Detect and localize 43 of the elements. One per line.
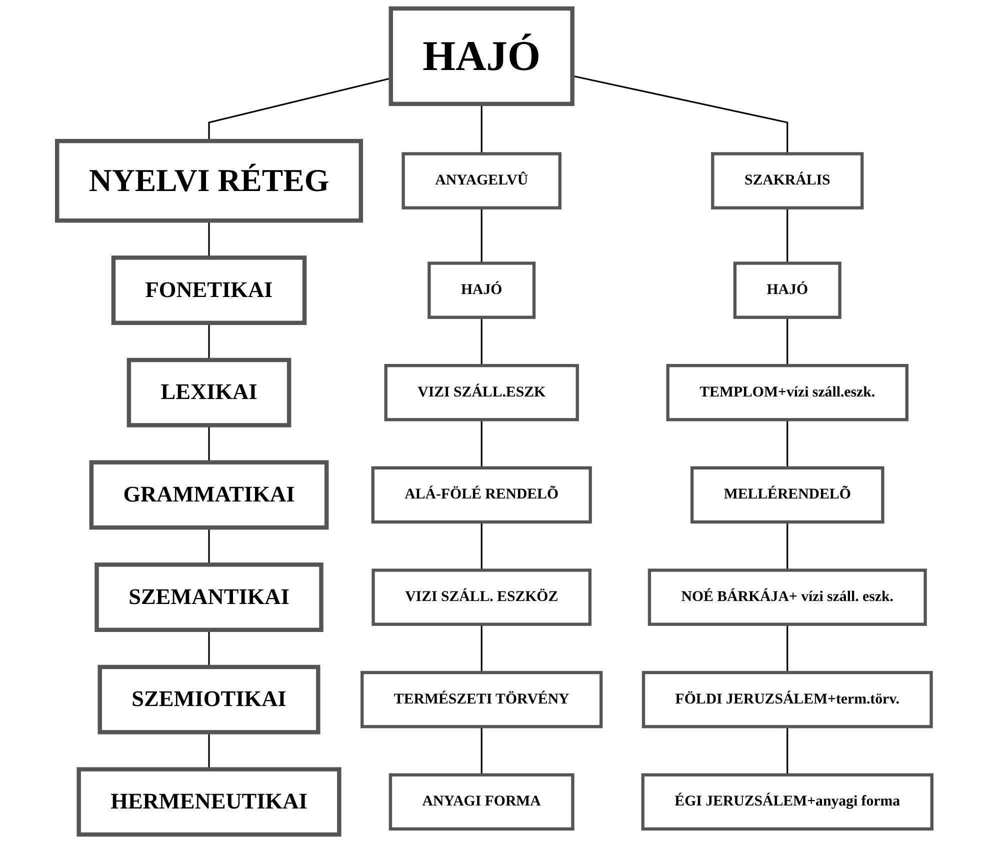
node-box: ANYAGI FORMA: [388, 773, 574, 831]
connector: [786, 208, 788, 264]
node-box: VIZI SZÁLL. ESZKÖZ: [372, 568, 592, 626]
node-box: ALÁ-FÖLÉ RENDELÕ: [371, 466, 592, 524]
node-box: FÖLDI JERUZSÁLEM+term.törv.: [642, 670, 933, 728]
node-box: FONETIKAI: [111, 256, 307, 325]
connector: [480, 726, 482, 775]
node-box: HERMENEUTIKAI: [76, 767, 342, 837]
node-box: TERMÉSZETI TÖRVÉNY: [360, 670, 603, 728]
node-box: NYELVI RÉTEG: [55, 138, 363, 223]
connector: [208, 77, 392, 142]
connector: [208, 425, 210, 462]
node-box: SZAKRÁLIS: [711, 152, 864, 210]
connector: [786, 624, 788, 673]
node-box: ANYAGELVÛ: [402, 152, 562, 210]
node-box: HAJÓ: [733, 262, 842, 319]
node-box: TEMPLOM+vízi száll.eszk.: [666, 364, 908, 422]
node-box: VIZI SZÁLL.ESZK: [384, 364, 579, 422]
connector: [786, 317, 788, 366]
node-box: NOÉ BÁRKÁJA+ vízi száll. eszk.: [648, 568, 927, 626]
connector: [786, 726, 788, 775]
connector: [572, 75, 788, 154]
connector: [208, 322, 210, 360]
node-box: HAJÓ: [388, 6, 574, 106]
node-box: SZEMANTIKAI: [94, 562, 324, 632]
connector: [786, 420, 788, 468]
connector: [480, 522, 482, 570]
connector: [786, 522, 788, 570]
connector: [208, 732, 210, 770]
connector: [480, 624, 482, 673]
node-box: GRAMMATIKAI: [89, 460, 329, 530]
connector: [480, 208, 482, 264]
node-box: HAJÓ: [428, 262, 536, 319]
connector: [208, 220, 210, 258]
node-box: ÉGI JERUZSÁLEM+anyagi forma: [641, 773, 934, 831]
node-box: LEXIKAI: [126, 358, 292, 428]
connector: [480, 104, 482, 154]
connector: [480, 420, 482, 468]
connector: [208, 528, 210, 565]
node-box: SZEMIOTIKAI: [98, 664, 320, 734]
connector: [480, 317, 482, 366]
connector: [208, 630, 210, 667]
node-box: MELLÉRENDELÕ: [690, 466, 884, 524]
